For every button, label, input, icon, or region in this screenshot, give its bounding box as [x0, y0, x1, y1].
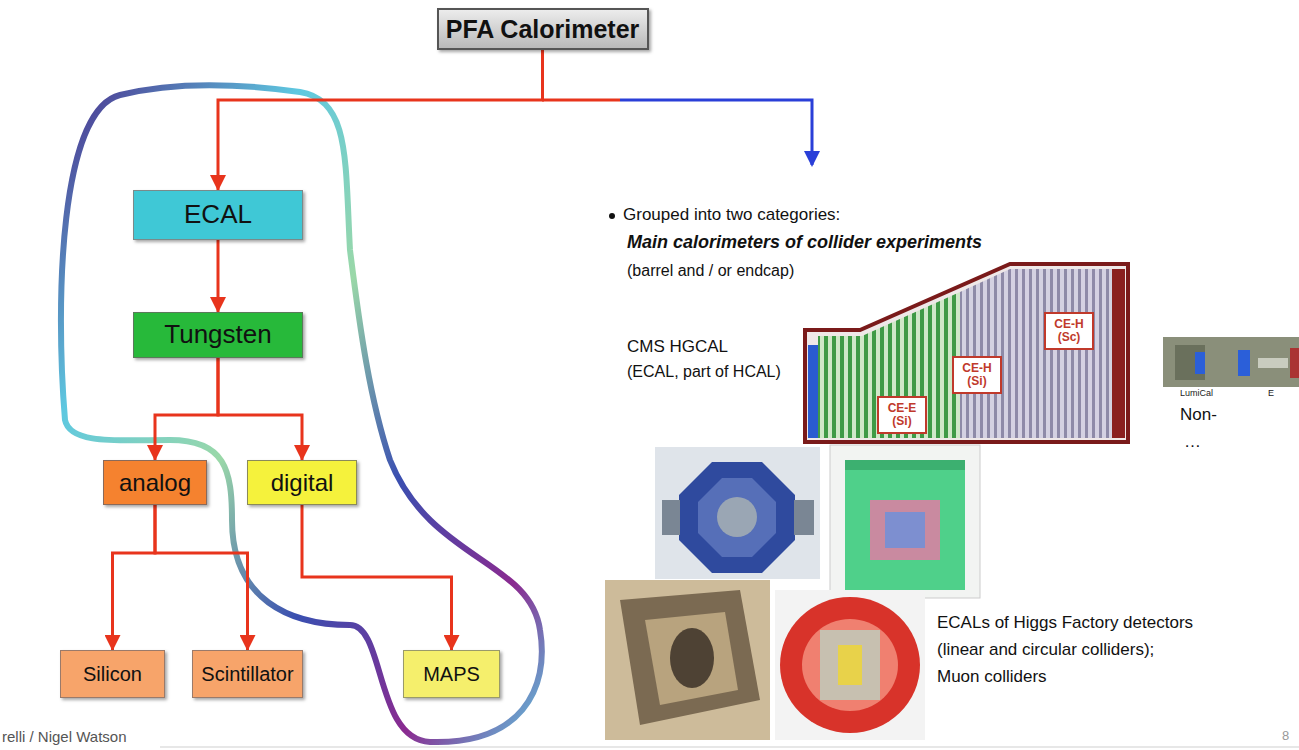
drawing-part: [838, 645, 862, 685]
box-text: MAPS: [423, 663, 480, 686]
box-text: ECAL: [184, 200, 252, 230]
drawing-part: [645, 612, 738, 705]
tree-connector: [155, 358, 218, 460]
slide-text: Non-: [1180, 405, 1217, 425]
slide-text: ECALs of Higgs Factory detectors: [937, 613, 1193, 633]
box-text: Scintillator: [201, 663, 293, 686]
slide-text: CMS HGCAL: [627, 337, 728, 357]
group-outline: [61, 85, 542, 742]
box-text: PFA Calorimeter: [446, 15, 640, 44]
box-text: analog: [119, 469, 191, 497]
green-detector: [830, 445, 980, 598]
slide-text: Main calorimeters of collider experiment…: [627, 232, 982, 253]
drawing-part: [805, 264, 1128, 442]
slide-text: LumiCal: [1180, 388, 1213, 398]
tree-connector: [218, 358, 302, 460]
box-text: CE-H (Sc): [1049, 318, 1089, 344]
slide-text: Grouped into two categories:: [623, 205, 840, 225]
drawing-part: [1175, 345, 1205, 380]
slide-text: (ECAL, part of HCAL): [627, 363, 781, 381]
slide-text: (barrel and / or endcap): [627, 262, 794, 280]
drawing-part: [960, 269, 1112, 438]
hgcal-drawing: [805, 264, 1128, 442]
readout-box: digital: [247, 460, 357, 505]
tree-connector: [113, 505, 156, 650]
slide-text: Muon colliders: [937, 667, 1047, 687]
drawing-part: [1195, 352, 1205, 374]
drawing-part: [870, 500, 940, 560]
slide-text: (linear and circular colliders);: [937, 640, 1154, 660]
drawing-part: [808, 345, 818, 438]
drawing-part: [885, 512, 925, 548]
sensor-box: MAPS: [403, 650, 500, 698]
drawing-part: [818, 292, 960, 438]
drawing-part: [1238, 350, 1250, 376]
drawing-part: [1112, 269, 1125, 438]
drawing-part: [780, 597, 920, 733]
tree-connector: [302, 505, 452, 650]
box-text: CE-H (Si): [957, 362, 997, 388]
drawing-part: [605, 580, 770, 740]
slide-text: 8: [1282, 728, 1289, 743]
box-text: digital: [271, 469, 334, 497]
drawing-part: [1163, 337, 1299, 387]
drawing-part: [679, 462, 795, 573]
tree-connector: [218, 50, 543, 190]
tree-connector: [155, 505, 248, 650]
sensor-box: Scintillator: [192, 650, 303, 698]
box-text: CE-E (Si): [882, 402, 922, 428]
readout-box: analog: [103, 460, 207, 505]
box-text: Tungsten: [164, 320, 271, 350]
drawing-part: [794, 500, 814, 535]
drawing-part: [830, 445, 980, 598]
blue-detector: [655, 447, 820, 579]
slide-rule: [160, 747, 1299, 748]
section-tag: CE-E (Si): [877, 396, 927, 434]
slide-text: relli / Nigel Watson: [2, 728, 126, 745]
section-tag: CE-H (Si): [952, 356, 1002, 394]
slide-text: …: [1184, 432, 1201, 452]
slide-text: E: [1268, 388, 1274, 398]
drawing-part: [845, 460, 965, 470]
blue-branch-arrow: [620, 100, 812, 165]
drawing-part: [698, 478, 776, 557]
bullet: [609, 213, 615, 219]
drawing-part: [1258, 358, 1288, 368]
box-text: Silicon: [83, 663, 142, 686]
drawing-part: [820, 630, 880, 700]
drawing-part: [805, 264, 1128, 442]
section-tag: CE-H (Sc): [1044, 312, 1094, 350]
root-box: PFA Calorimeter: [437, 8, 649, 50]
drawing-part: [662, 500, 680, 535]
drawing-part: [620, 590, 760, 725]
drawing-part: [717, 497, 757, 537]
lumical-picture: [1163, 337, 1299, 387]
drawing-part: [802, 619, 898, 711]
drawing-part: [845, 470, 965, 590]
drawing-part: [655, 447, 820, 579]
tree-line: [542, 99, 620, 102]
drawing-part: [1290, 348, 1299, 378]
sensor-box: Silicon: [60, 650, 165, 698]
drawing-part: [670, 628, 714, 688]
tree-connector: [217, 240, 220, 312]
absorber-box: Tungsten: [133, 312, 303, 358]
brown-detector: [605, 580, 770, 740]
category-box: ECAL: [133, 190, 303, 240]
red-detector: [775, 590, 925, 740]
drawing-part: [775, 590, 925, 740]
